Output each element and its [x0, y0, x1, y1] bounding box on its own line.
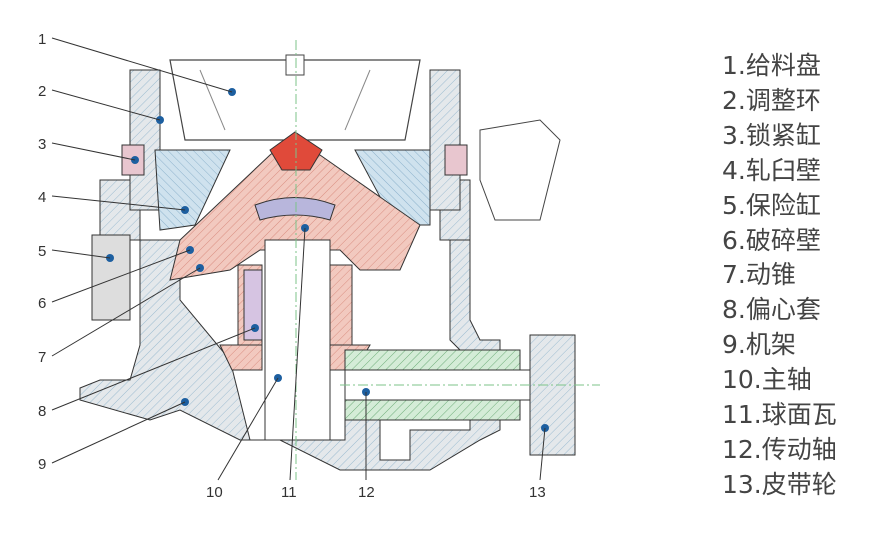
legend-item: 5.保险缸: [722, 190, 821, 220]
legend-item: 9.机架: [722, 330, 796, 360]
leader-lines: [51, 37, 546, 481]
legend-item: 7.动锥: [722, 260, 796, 290]
feed-plate-bracket: [285, 54, 305, 76]
feed-plate: [169, 59, 421, 141]
legend-item: 10.主轴: [722, 365, 812, 395]
callout-6: 6: [38, 295, 46, 312]
callout-2: 2: [38, 83, 46, 100]
legend-item: 8.偏心套: [722, 295, 821, 325]
callout-5: 5: [38, 243, 46, 260]
callout-13: 13: [529, 484, 546, 501]
frame: [79, 239, 501, 471]
feed-plate-edge: [344, 69, 371, 131]
callout-1: 1: [38, 31, 46, 48]
legend-item: 13.皮带轮: [722, 469, 837, 499]
hydraulic-unit: [479, 119, 561, 221]
belt-pulley: [529, 334, 576, 456]
callout-3: 3: [38, 136, 46, 153]
callout-12: 12: [358, 484, 375, 501]
callout-10: 10: [206, 484, 223, 501]
legend-item: 2.调整环: [722, 85, 821, 115]
feed-plate-edge: [199, 69, 226, 131]
legend-item: 4.轧臼壁: [722, 155, 821, 185]
legend-item: 3.锁紧缸: [722, 120, 821, 150]
callout-4: 4: [38, 189, 46, 206]
parts-legend: 1.给料盘 2.调整环 3.锁紧缸 4.轧臼壁 5.保险缸 6.破碎壁 7.动锥…: [722, 49, 837, 503]
eccentric-sleeve: [243, 269, 263, 341]
main-shaft: [264, 239, 331, 441]
legend-item: 6.破碎壁: [722, 225, 821, 255]
safety-cylinder: [91, 234, 131, 321]
callout-7: 7: [38, 349, 46, 366]
lock-cylinder-right: [444, 144, 468, 176]
callout-9: 9: [38, 456, 46, 473]
callout-11: 11: [281, 484, 297, 501]
legend-item: 1.给料盘: [722, 51, 821, 80]
callout-8: 8: [38, 403, 46, 420]
spherical-bearing: [254, 197, 336, 221]
legend-item: 11.球面瓦: [722, 400, 837, 430]
legend-item: 12.传动轴: [722, 434, 837, 464]
